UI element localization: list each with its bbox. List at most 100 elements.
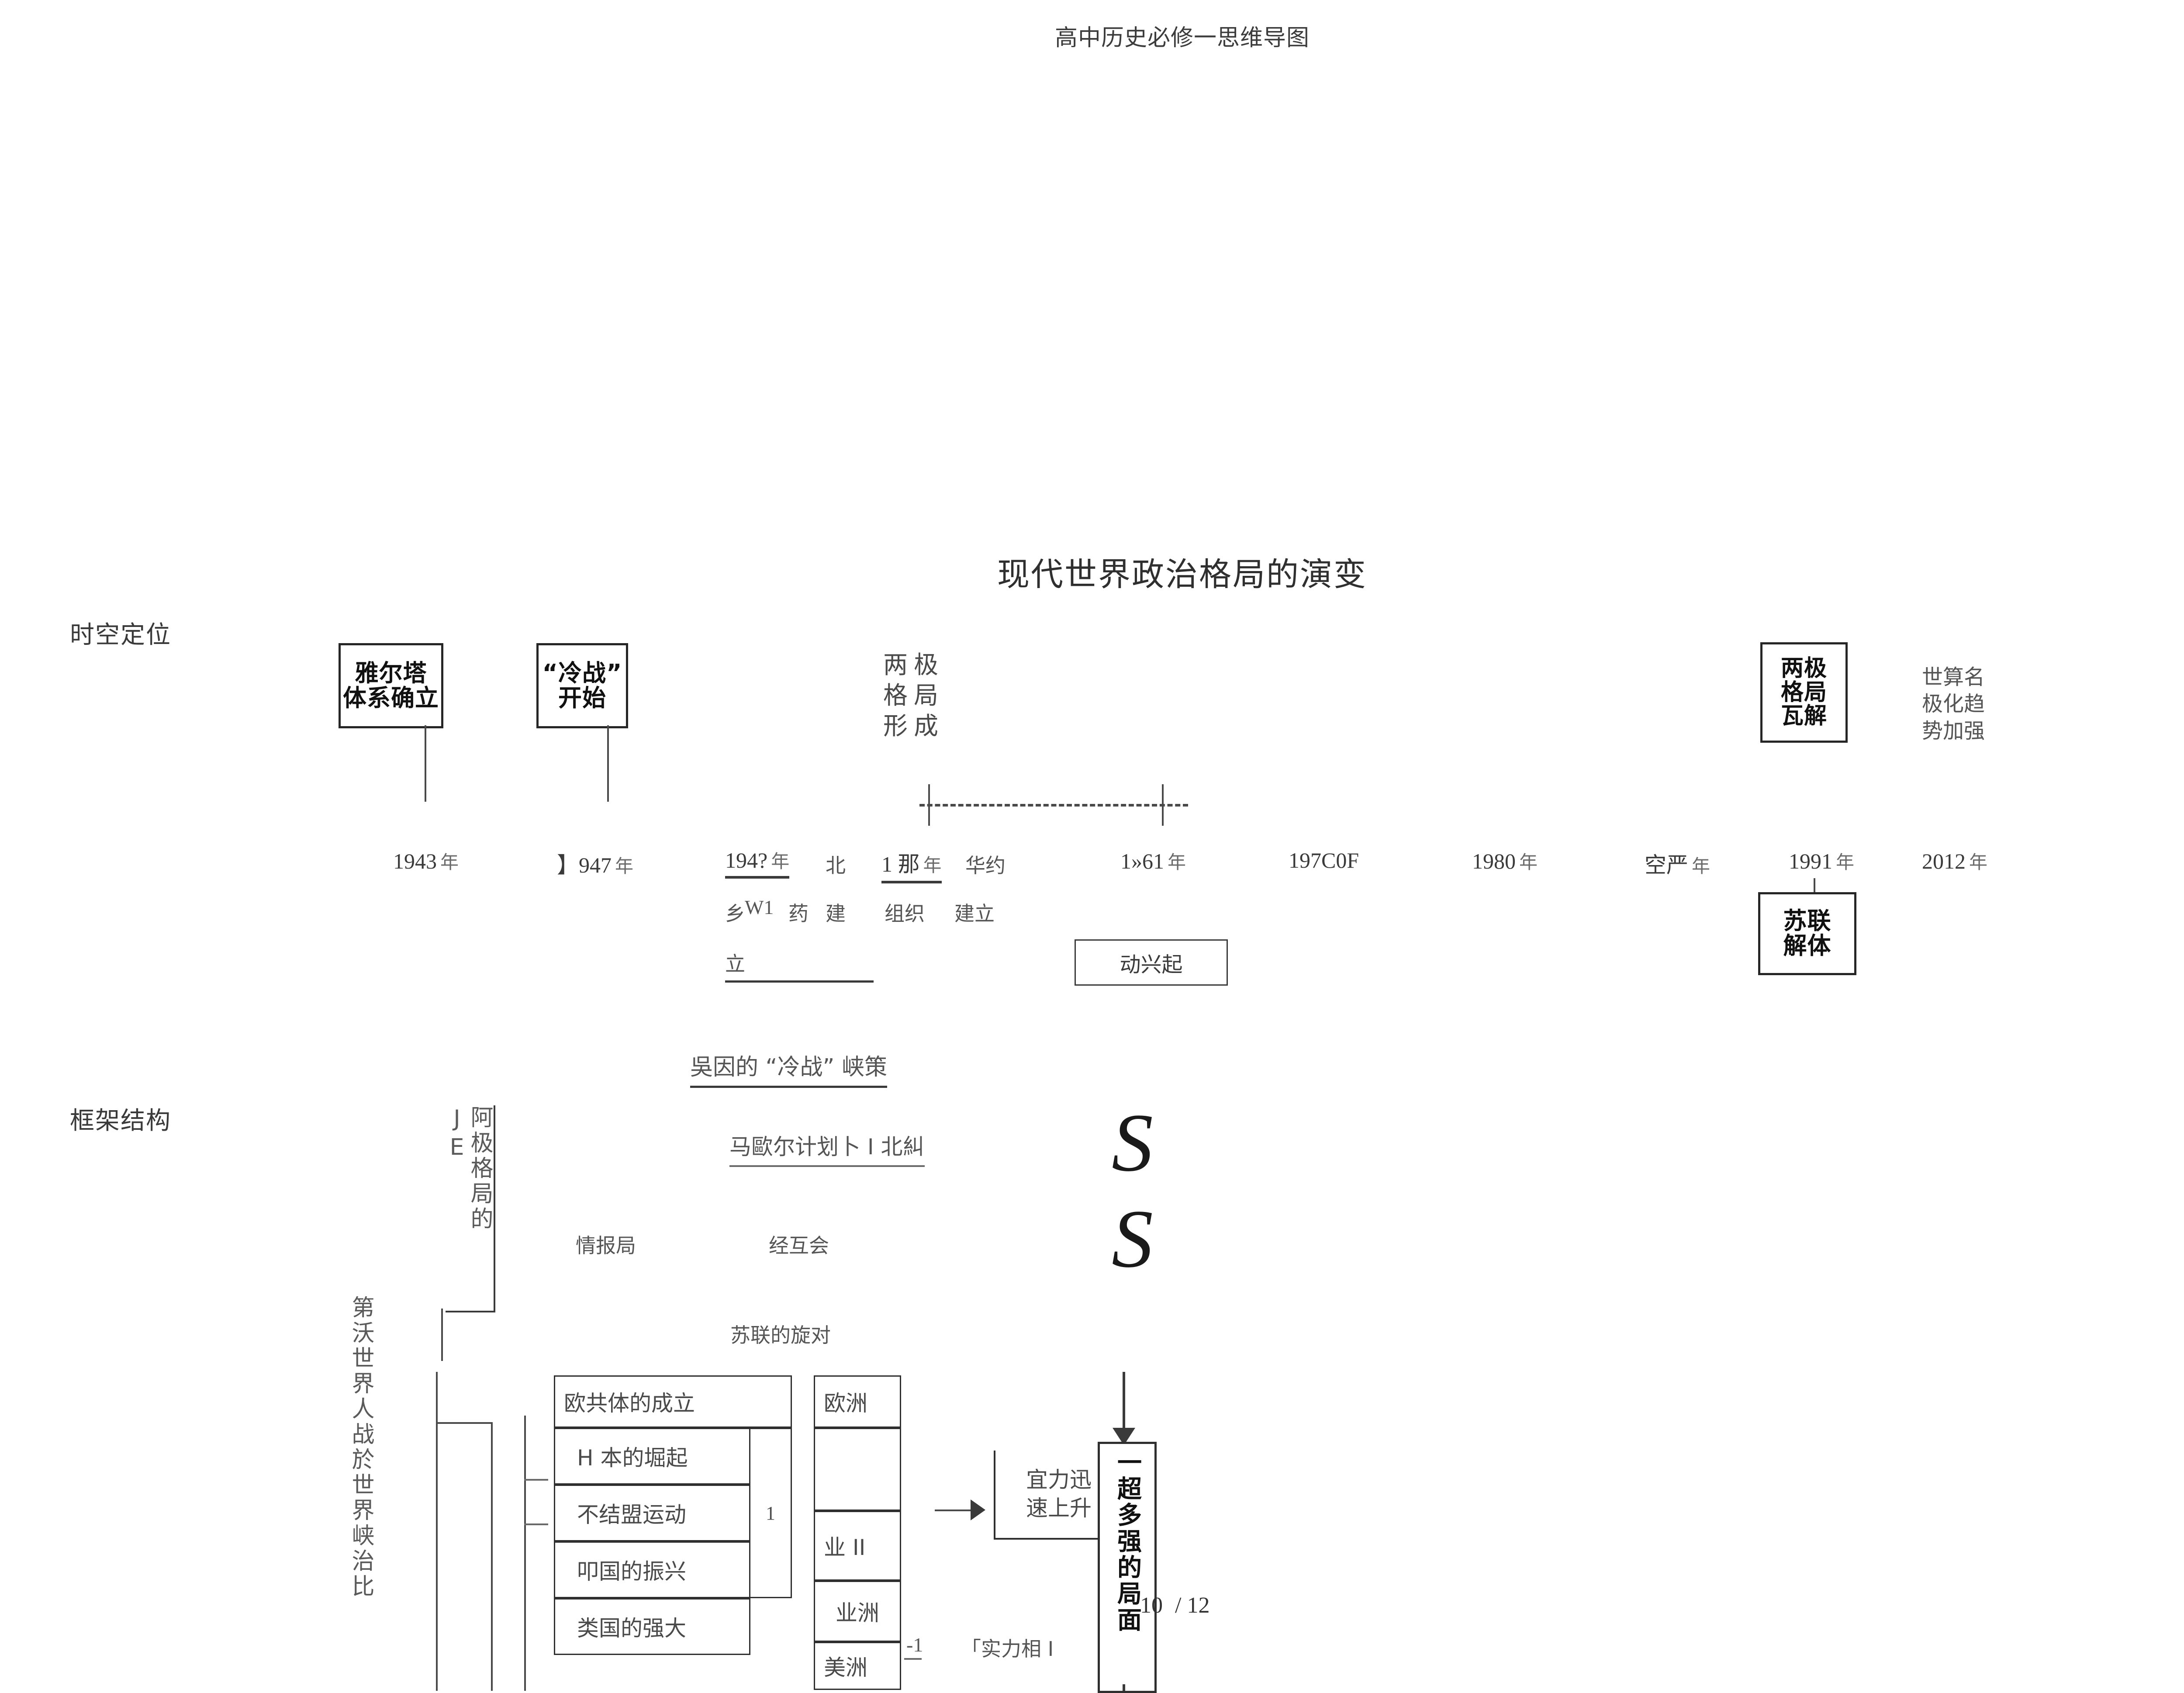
- yalta-line-2: 体系确立: [343, 684, 439, 712]
- bracket-tick-2: [524, 1523, 548, 1525]
- year-1991-suffix: 年: [1836, 852, 1855, 873]
- year-1980-value: 1980: [1472, 849, 1516, 873]
- framework-box-strength: 宜力迅 速上升: [994, 1451, 1124, 1540]
- table-row-1-right: [814, 1428, 901, 1511]
- dissolve-line-1: 两极: [1780, 655, 1827, 682]
- year-1955-value: 1 那: [881, 852, 920, 876]
- strength-line-2: 速上升: [1026, 1496, 1092, 1521]
- timeline-box-soviet-collapse: 苏联 解体: [1758, 892, 1856, 975]
- framework-outcome-marker: -1: [906, 1634, 923, 1656]
- timeline-label-bipolar-formation: 两 极 格 局 形 成: [883, 651, 938, 741]
- framework-left-vertical-text: 第沃世界人战於世界峡治比: [348, 1295, 374, 1600]
- year-1949-group: 194?年: [725, 847, 790, 879]
- dissolve-line-3: 瓦解: [1780, 703, 1827, 730]
- connector-cold-war: [607, 725, 609, 802]
- nato-note-mid-b: W1: [745, 896, 774, 918]
- framework-soviet-counter: 苏联的旋对: [730, 1323, 831, 1347]
- table-row-3-left: 叩国的振兴: [554, 1541, 750, 1598]
- s-glyph-upper: S: [1112, 1097, 1153, 1189]
- year-unknown-suffix: 年: [1692, 855, 1711, 877]
- year-1949-value: 194?: [725, 848, 768, 872]
- bracket-outer-vertical: [436, 1372, 438, 1691]
- warsaw-note-mid-a: 组织: [885, 902, 925, 925]
- arrow-to-strength-shaft: [935, 1510, 974, 1511]
- collapse-line-2: 解体: [1783, 932, 1832, 959]
- multipolar-line-1: 世算名: [1922, 665, 1985, 689]
- page-number: 10: [1140, 1593, 1163, 1618]
- timeline-dashed-connector: [919, 804, 1188, 807]
- framework-bipolar-vertical-box: 阿极格局的 JE: [444, 1105, 495, 1312]
- page-title: 现代世界政治格局的演变: [997, 556, 1367, 593]
- table-row-1-left: H 本的堀起: [554, 1428, 750, 1485]
- year-1980-suffix: 年: [1519, 852, 1538, 873]
- multipolar-line-3: 势加强: [1922, 718, 1985, 743]
- coldwar-line-2: 开始: [558, 684, 606, 712]
- year-1949: 194?年: [725, 847, 790, 879]
- year-1970-value: 197C0F: [1289, 848, 1359, 872]
- year-unknown-value: 空严: [1645, 852, 1688, 878]
- bipolar-char-5: 成: [914, 712, 938, 741]
- year-1949-suffix: 年: [771, 851, 790, 872]
- table-row-4-left: 类国的强大: [554, 1598, 750, 1655]
- table-row-3-right: 业洲: [814, 1581, 901, 1642]
- strength-line-1: 宜力迅: [1026, 1467, 1092, 1492]
- nato-note-top: 北: [826, 854, 846, 877]
- framework-box-outcome: 一超多强的局面: [1098, 1442, 1157, 1693]
- bipolar-char-0: 两: [883, 651, 908, 679]
- timeline-box-bipolar-dissolve: 两极 格局 瓦解: [1760, 642, 1848, 743]
- table-row-2-left: 不结盟运动: [554, 1485, 750, 1541]
- bipolar-char-3: 局: [914, 682, 938, 710]
- s-glyph-lower: S: [1112, 1193, 1153, 1285]
- timeline-note-multipolar: 世算名 极化趋 势加强: [1922, 664, 1985, 744]
- year-unknown: 空严年: [1645, 848, 1710, 879]
- dissolve-line-2: 格局: [1780, 679, 1827, 706]
- arrow-to-outcome-shaft: [1123, 1372, 1125, 1431]
- yalta-line-1: 雅尔塔: [355, 659, 427, 687]
- connector-yalta: [425, 725, 426, 802]
- year-1955-group: 1 那年: [881, 847, 942, 883]
- framework-underlined-1: 马歐尔计划卜 I 北糾: [729, 1129, 925, 1167]
- table-row-4-right: 美洲: [814, 1642, 901, 1690]
- timeline-box-cold-war-start: “冷战” 开始: [536, 643, 628, 728]
- arrow-to-strength-head: [971, 1499, 985, 1520]
- framework-item-0: 情报局: [576, 1234, 636, 1257]
- bracket-tick-1: [524, 1479, 548, 1481]
- page-separator: / 12: [1175, 1593, 1210, 1618]
- bracket-tick-column: [524, 1416, 526, 1691]
- bipolar-char-4: 形: [883, 712, 908, 741]
- framework-strength-note: 「实力相 I: [961, 1637, 1054, 1661]
- nato-note-mid-d: 建: [826, 902, 846, 925]
- outcome-box-tail: [1123, 1684, 1125, 1691]
- framework-underlined-0: 吳因的 “冷战” 峡策: [690, 1049, 887, 1088]
- year-1961-suffix: 年: [1168, 852, 1186, 873]
- warsaw-note-mid-b: 建立: [954, 902, 995, 925]
- table-row-0-right: 欧洲: [814, 1375, 901, 1428]
- year-1991-value: 1991: [1789, 849, 1832, 873]
- framework-item-1: 经互会: [769, 1234, 829, 1257]
- year-1961-value: 1»61: [1120, 849, 1164, 873]
- year-1955-suffix: 年: [923, 855, 942, 876]
- bipolar-char-1: 极: [914, 651, 938, 679]
- year-2012-suffix: 年: [1969, 852, 1988, 873]
- timeline-box-yalta-system: 雅尔塔 体系确立: [339, 643, 443, 728]
- warsaw-note-top: 华约: [965, 854, 1006, 877]
- table-row-2-right: 业 II: [814, 1511, 901, 1581]
- year-1943-value: 1943: [393, 849, 437, 873]
- year-1970: 197C0F: [1289, 848, 1362, 873]
- year-1947-suffix: 年: [615, 855, 634, 877]
- table-right-tick: [904, 1658, 922, 1660]
- coldwar-line-1: “冷战”: [542, 659, 622, 687]
- document-header-title: 高中历史必修一思维导图: [1054, 25, 1310, 51]
- table-marker-cell: 1: [750, 1428, 792, 1598]
- framework-bipolar-vertical-text: 阿极格局的 JE: [444, 1105, 493, 1232]
- collapse-line-1: 苏联: [1783, 907, 1832, 935]
- year-2012-value: 2012: [1922, 849, 1966, 873]
- year-1947-value: 】947: [557, 853, 612, 877]
- nato-note-mid-c: 药: [788, 902, 809, 925]
- connector-bipolar-vertical: [441, 1309, 443, 1361]
- nato-note-mid-a: 乡: [725, 902, 745, 925]
